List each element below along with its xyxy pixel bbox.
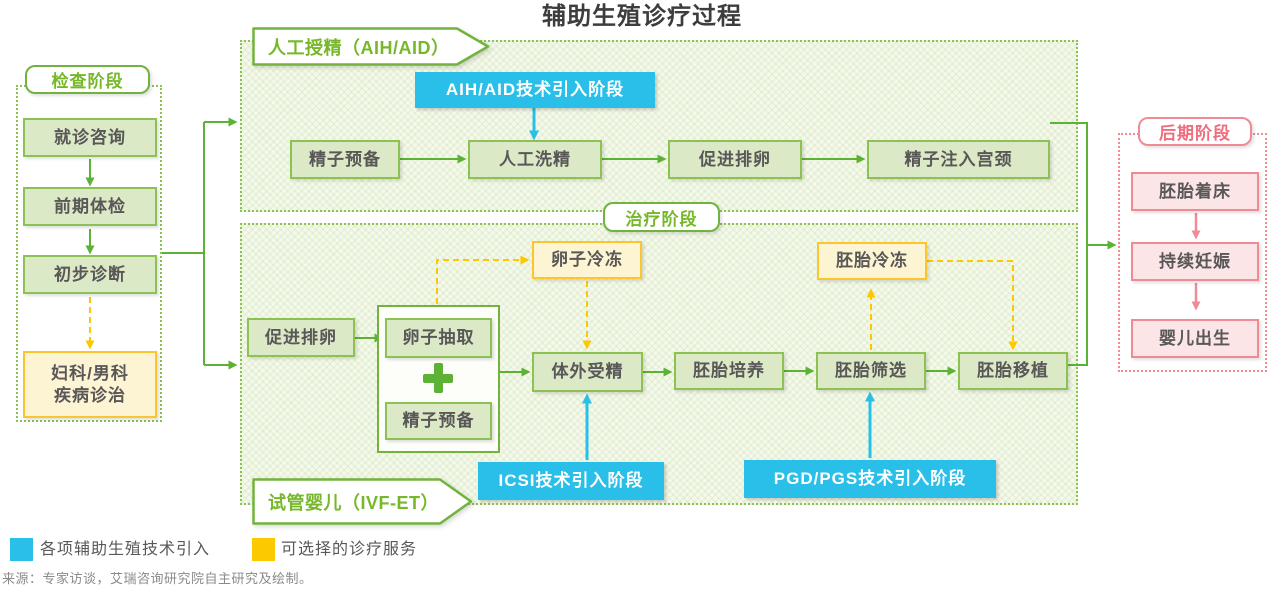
node-consultation: 就诊咨询 xyxy=(23,118,157,157)
node-pgd-pgs-tech-intro: PGD/PGS技术引入阶段 xyxy=(744,460,996,498)
label-treatment-stage: 治疗阶段 xyxy=(603,202,720,232)
node-egg-freezing: 卵子冷冻 xyxy=(532,241,642,279)
node-initial-diagnosis: 初步诊断 xyxy=(23,255,157,294)
label-inspection-stage-text: 检查阶段 xyxy=(51,72,124,91)
source-note: 来源：专家访谈，艾瑞咨询研究院自主研究及绘制。 xyxy=(2,571,313,586)
node-sperm-prep-aih: 精子预备 xyxy=(290,140,400,179)
node-intracervical-insemination: 精子注入宫颈 xyxy=(867,140,1050,179)
node-embryo-freezing: 胚胎冷冻 xyxy=(817,242,927,280)
node-embryo-culture: 胚胎培养 xyxy=(674,352,784,390)
label-ivf-section-text: 试管婴儿（IVF-ET） xyxy=(268,492,439,513)
node-aih-tech-intro: AIH/AID技术引入阶段 xyxy=(415,72,655,108)
node-ovulation-induction-aih: 促进排卵 xyxy=(668,140,802,179)
node-ovulation-induction-ivf: 促进排卵 xyxy=(247,318,355,357)
node-embryo-implantation: 胚胎着床 xyxy=(1131,172,1259,211)
label-ivf-section: 试管婴儿（IVF-ET） xyxy=(252,478,473,525)
node-sperm-washing: 人工洗精 xyxy=(468,140,602,179)
node-physical-exam: 前期体检 xyxy=(23,187,157,226)
pennant-shape xyxy=(252,27,490,66)
pennant-shape xyxy=(252,478,473,525)
label-aih-section-text: 人工授精（AIH/AID） xyxy=(268,37,450,58)
node-sperm-prep-ivf: 精子预备 xyxy=(385,402,492,440)
legend-optional-label: 可选择的诊疗服务 xyxy=(281,541,418,558)
node-icsi-tech-intro: ICSI技术引入阶段 xyxy=(478,462,664,500)
plus-icon xyxy=(423,363,453,393)
legend-tech-label: 各项辅助生殖技术引入 xyxy=(40,541,211,558)
node-egg-retrieval: 卵子抽取 xyxy=(385,318,492,358)
page-title: 辅助生殖诊疗过程 xyxy=(542,3,742,30)
legend-tech-swatch xyxy=(10,538,33,561)
label-late-stage: 后期阶段 xyxy=(1138,117,1252,146)
label-inspection-stage: 检查阶段 xyxy=(25,65,150,94)
node-baby-birth: 婴儿出生 xyxy=(1131,319,1259,358)
node-embryo-screening: 胚胎筛选 xyxy=(816,352,926,390)
node-embryo-transfer: 胚胎移植 xyxy=(958,352,1068,390)
node-ongoing-pregnancy: 持续妊娠 xyxy=(1131,242,1259,281)
node-gyn-andro-treatment: 妇科/男科 疾病诊治 xyxy=(23,351,157,418)
label-late-stage-text: 后期阶段 xyxy=(1159,124,1231,143)
legend-optional-swatch xyxy=(252,538,275,561)
label-aih-section: 人工授精（AIH/AID） xyxy=(252,27,490,66)
node-in-vitro-fertilization: 体外受精 xyxy=(532,352,643,392)
label-treatment-stage-text: 治疗阶段 xyxy=(625,209,698,229)
